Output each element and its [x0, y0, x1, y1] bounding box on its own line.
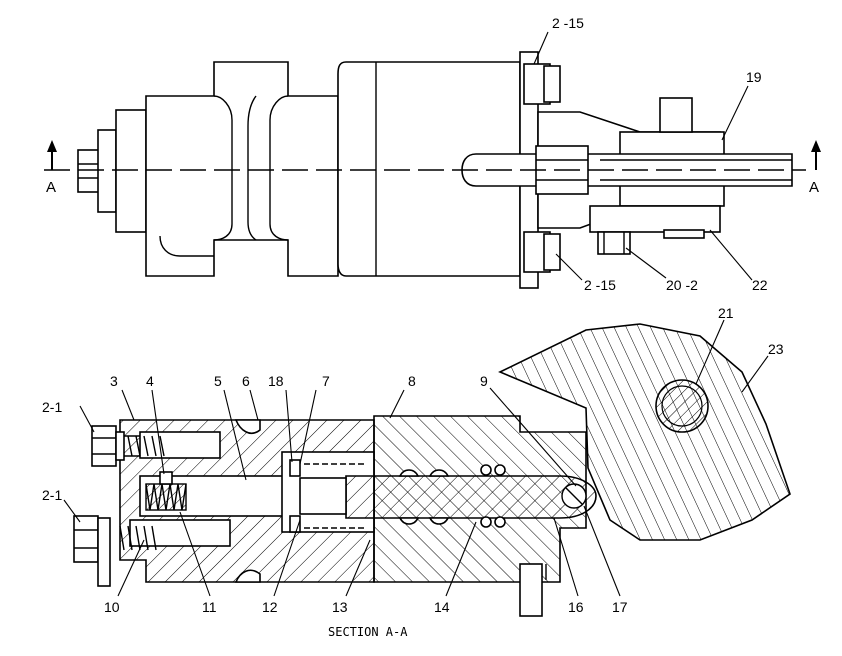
callout-17: 17	[612, 599, 628, 615]
callout-2-15-bottom: 2 -15	[584, 277, 616, 293]
callout-21: 21	[718, 305, 734, 321]
piston	[299, 477, 347, 515]
callout-22: 22	[752, 277, 768, 293]
callout-5: 5	[214, 373, 222, 389]
section-marker-left: A	[46, 179, 56, 196]
lower-rod	[519, 563, 543, 617]
callout-19: 19	[746, 69, 762, 85]
callout-2-1-top: 2-1	[42, 399, 62, 415]
top-boss	[659, 97, 693, 133]
left-washer	[97, 129, 117, 213]
spool	[345, 475, 597, 519]
callout-16: 16	[568, 599, 584, 615]
pin-21	[655, 379, 709, 433]
lever-arm	[498, 323, 791, 541]
callout-4: 4	[146, 373, 154, 389]
callout-11: 11	[202, 599, 217, 615]
section-view: 2-1 2-1 3 4 5 6 18 7 8 9 21 23 10 11 12 …	[42, 305, 791, 639]
callout-8: 8	[408, 373, 416, 389]
valve-body-outline	[145, 61, 339, 277]
callout-2-15-top: 2 -15	[552, 15, 584, 31]
upper-screw-bore	[139, 431, 221, 459]
section-marker-right: A	[809, 179, 819, 196]
callout-3: 3	[110, 373, 118, 389]
callout-14: 14	[434, 599, 450, 615]
small-nut	[597, 231, 631, 255]
callout-10: 10	[104, 599, 120, 615]
callout-6: 6	[242, 373, 250, 389]
left-end-plate	[115, 109, 147, 233]
callout-7: 7	[322, 373, 330, 389]
section-caption: SECTION A-A	[328, 625, 408, 639]
spring-seat	[159, 471, 173, 485]
spring	[145, 483, 187, 511]
upper-screw	[91, 425, 165, 467]
callout-9: 9	[480, 373, 488, 389]
callout-2-1-bottom: 2-1	[42, 487, 62, 503]
callout-23: 23	[768, 341, 784, 357]
callout-20-2: 20 -2	[666, 277, 698, 293]
callout-13: 13	[332, 599, 348, 615]
cylinder-block	[337, 61, 521, 277]
exterior-view: A A 2 -15 19 2 -15 20 -2 22	[44, 15, 821, 293]
callout-18: 18	[268, 373, 284, 389]
lower-screw	[73, 515, 157, 587]
callout-12: 12	[262, 599, 278, 615]
